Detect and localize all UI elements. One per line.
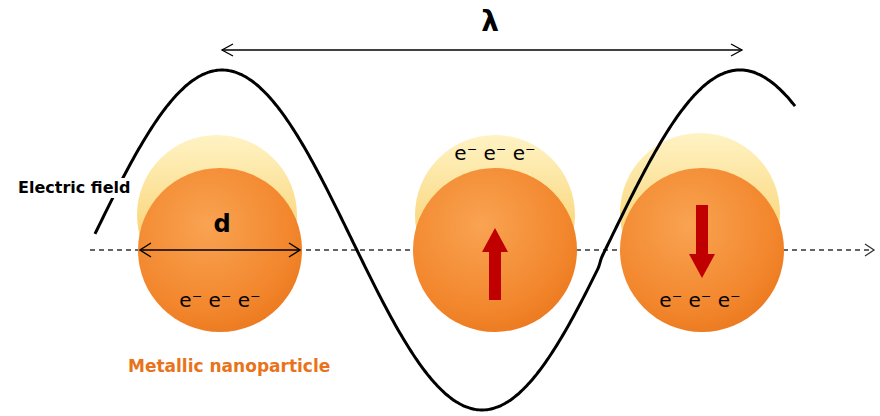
- electric-field-wave: [95, 70, 795, 410]
- metal-sphere: [138, 168, 302, 332]
- metal-sphere: [413, 168, 577, 332]
- nanoparticle: d e⁻ e⁻ e⁻: [138, 130, 302, 336]
- wavelength-arrow: [222, 49, 742, 50]
- electron-motion-arrow: [689, 205, 715, 278]
- diameter-arrowhead: [140, 243, 151, 257]
- electron-motion-arrow: [482, 228, 508, 300]
- diameter-label: d: [213, 211, 230, 239]
- metal-sphere: [620, 168, 784, 332]
- axis-arrowhead: [865, 244, 874, 256]
- diameter-arrowhead: [289, 243, 300, 257]
- diameter-arrow: [140, 249, 300, 250]
- wavelength-label: λ: [481, 6, 499, 38]
- electron-charges: e⁻ e⁻ e⁻: [659, 289, 740, 312]
- electron-charges: e⁻ e⁻ e⁻: [454, 142, 535, 165]
- nanoparticle: e⁻ e⁻ e⁻: [620, 130, 784, 336]
- field-label: Electric field: [16, 178, 132, 198]
- particle-label: Metallic nanoparticle: [128, 357, 330, 377]
- wavelength-arrowhead: [222, 44, 233, 56]
- nanoparticle: e⁻ e⁻ e⁻: [413, 130, 577, 336]
- wavelength-arrowhead: [731, 44, 742, 56]
- electron-charges: e⁻ e⁻ e⁻: [179, 289, 260, 312]
